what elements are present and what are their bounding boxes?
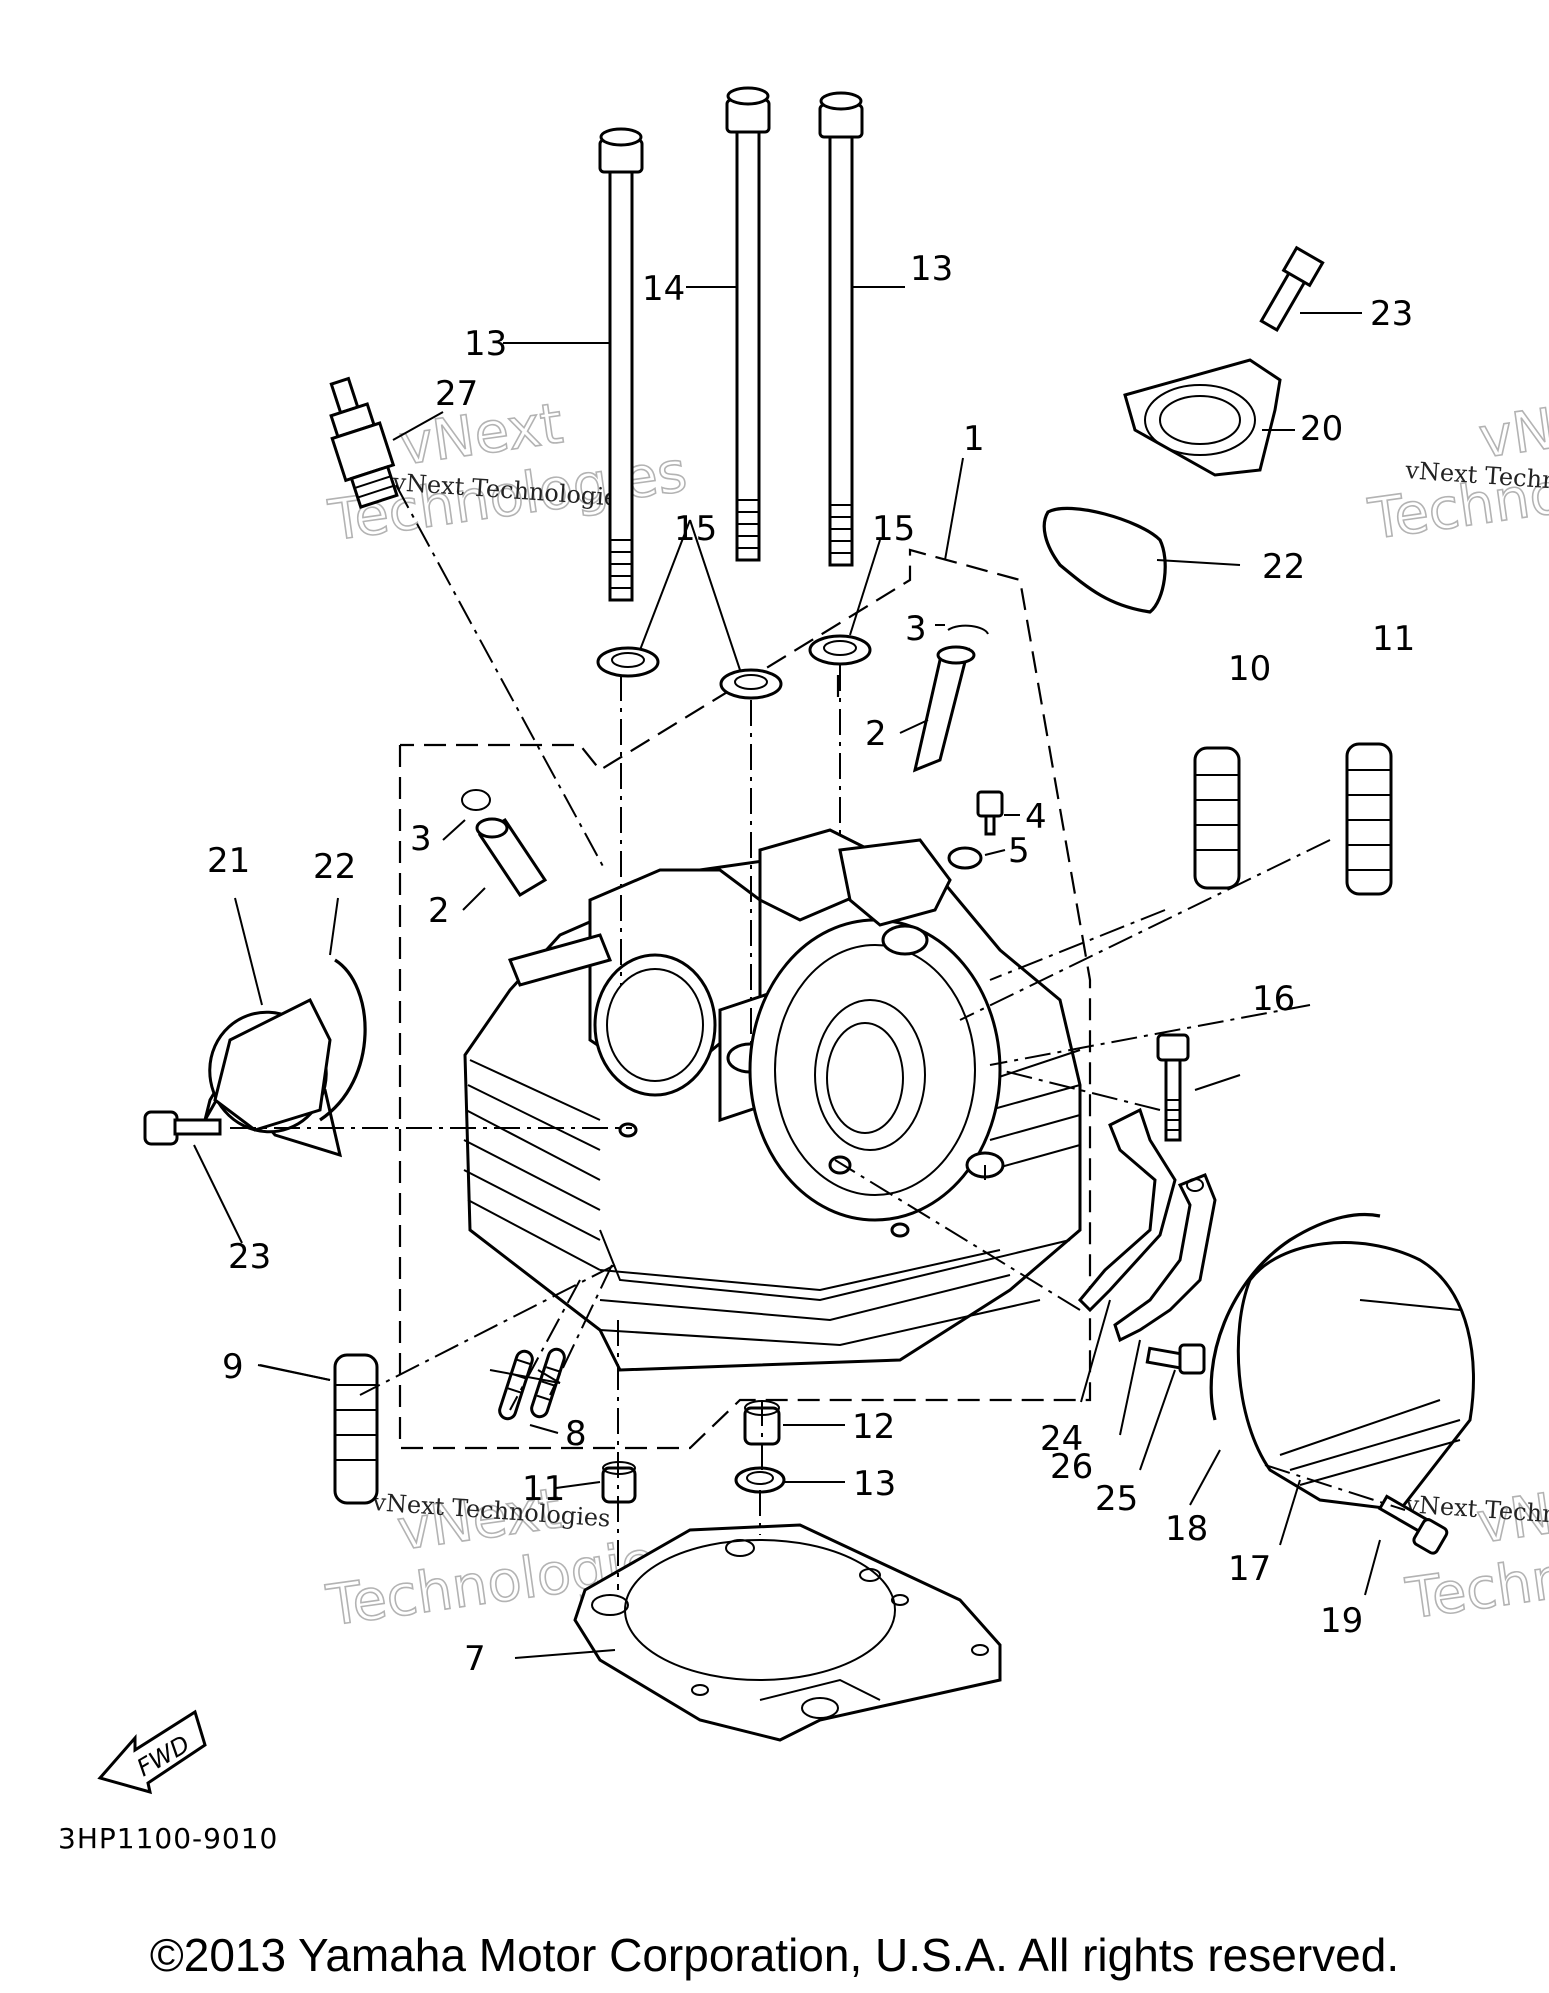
callout-7: 9 xyxy=(222,1347,244,1387)
callout-23-lower: 23 xyxy=(228,1237,271,1277)
circlip-3-right xyxy=(947,624,989,635)
callout-22-left: 22 xyxy=(313,847,356,887)
callout-12: 13 xyxy=(853,1464,896,1504)
callout-15-left: 15 xyxy=(674,509,717,549)
cover-21 xyxy=(203,997,343,1158)
spark-plug-27 xyxy=(329,376,399,509)
leader-lines xyxy=(193,286,1381,1659)
cover-20 xyxy=(1123,358,1282,477)
gasket-18 xyxy=(1209,1212,1381,1421)
callout-2-left: 2 xyxy=(428,891,450,931)
bolt-23-upper xyxy=(1259,245,1325,333)
fwd-arrow-icon: FWD xyxy=(97,1709,207,1795)
callout-labels: 13 14 13 27 23 20 22 15 15 1 3 2 4 5 10 … xyxy=(207,249,1415,1679)
sleeve-8 xyxy=(1193,746,1241,890)
callout-23-upper: 23 xyxy=(1370,294,1413,334)
washer-15 xyxy=(596,634,872,700)
bolt-4 xyxy=(976,790,1004,836)
callout-17: 17 xyxy=(1228,1549,1271,1589)
head-gasket-10 xyxy=(573,1523,1002,1742)
valve-guide-2-left xyxy=(475,817,548,898)
callout-5: 5 xyxy=(1008,831,1030,871)
callout-15-right: 15 xyxy=(872,509,915,549)
callout-27: 27 xyxy=(435,374,478,414)
callout-11-lower: 11 xyxy=(522,1469,565,1509)
head-bolt-13-left xyxy=(598,127,644,602)
o-ring-22-upper xyxy=(1042,506,1167,614)
alignment-lines xyxy=(230,484,1406,1590)
callout-1: 1 xyxy=(963,419,985,459)
callout-4: 4 xyxy=(1025,797,1047,837)
cylinder-head-body xyxy=(463,828,1082,1372)
callout-2-right: 2 xyxy=(865,714,887,754)
bracket-24 xyxy=(1077,1107,1177,1313)
callout-18: 18 xyxy=(1165,1509,1208,1549)
callout-14: 14 xyxy=(642,269,685,309)
callout-11-upper: 12 xyxy=(852,1407,895,1447)
valve-guide-2-right xyxy=(912,645,976,773)
head-bolt-14 xyxy=(725,86,771,562)
bolt-25 xyxy=(1145,1343,1206,1375)
assembly-outline xyxy=(398,548,1092,1450)
bolt-16 xyxy=(1156,1033,1190,1142)
callout-13-left: 13 xyxy=(464,324,507,364)
callout-24: 24 xyxy=(1040,1419,1083,1459)
bracket-26 xyxy=(1113,1173,1217,1343)
gasket-22-left xyxy=(319,958,367,1122)
cam-cover-17 xyxy=(1236,1241,1475,1512)
callout-19: 19 xyxy=(1320,1601,1363,1641)
head-bolt-13-right xyxy=(818,91,864,567)
callout-20: 20 xyxy=(1300,409,1343,449)
callout-6: 8 xyxy=(565,1414,587,1454)
dowel-pin-6 xyxy=(498,1347,566,1421)
copyright-notice: ©2013 Yamaha Motor Corporation, U.S.A. A… xyxy=(149,1929,1400,1981)
callout-13-right: 13 xyxy=(910,249,953,289)
watermark-brand: vNext xyxy=(1475,384,1549,471)
callout-26: 26 xyxy=(1050,1447,1093,1487)
washer-5 xyxy=(947,846,983,870)
callout-3-left: 3 xyxy=(410,819,432,859)
callout-8: 10 xyxy=(1228,649,1271,689)
callout-3-right: 3 xyxy=(905,609,927,649)
callout-16: 16 xyxy=(1252,979,1295,1019)
callout-22-upper: 22 xyxy=(1262,547,1305,587)
sleeve-9 xyxy=(1345,742,1393,896)
part-code: 3HP1100-9010 xyxy=(58,1822,278,1855)
callout-9: 11 xyxy=(1372,619,1415,659)
callout-21: 21 xyxy=(207,841,250,881)
circlip-3-left xyxy=(461,789,491,811)
sleeve-7 xyxy=(333,1353,379,1505)
callout-10: 7 xyxy=(464,1639,486,1679)
bolt-23-lower xyxy=(143,1110,222,1146)
callout-25: 25 xyxy=(1095,1479,1138,1519)
